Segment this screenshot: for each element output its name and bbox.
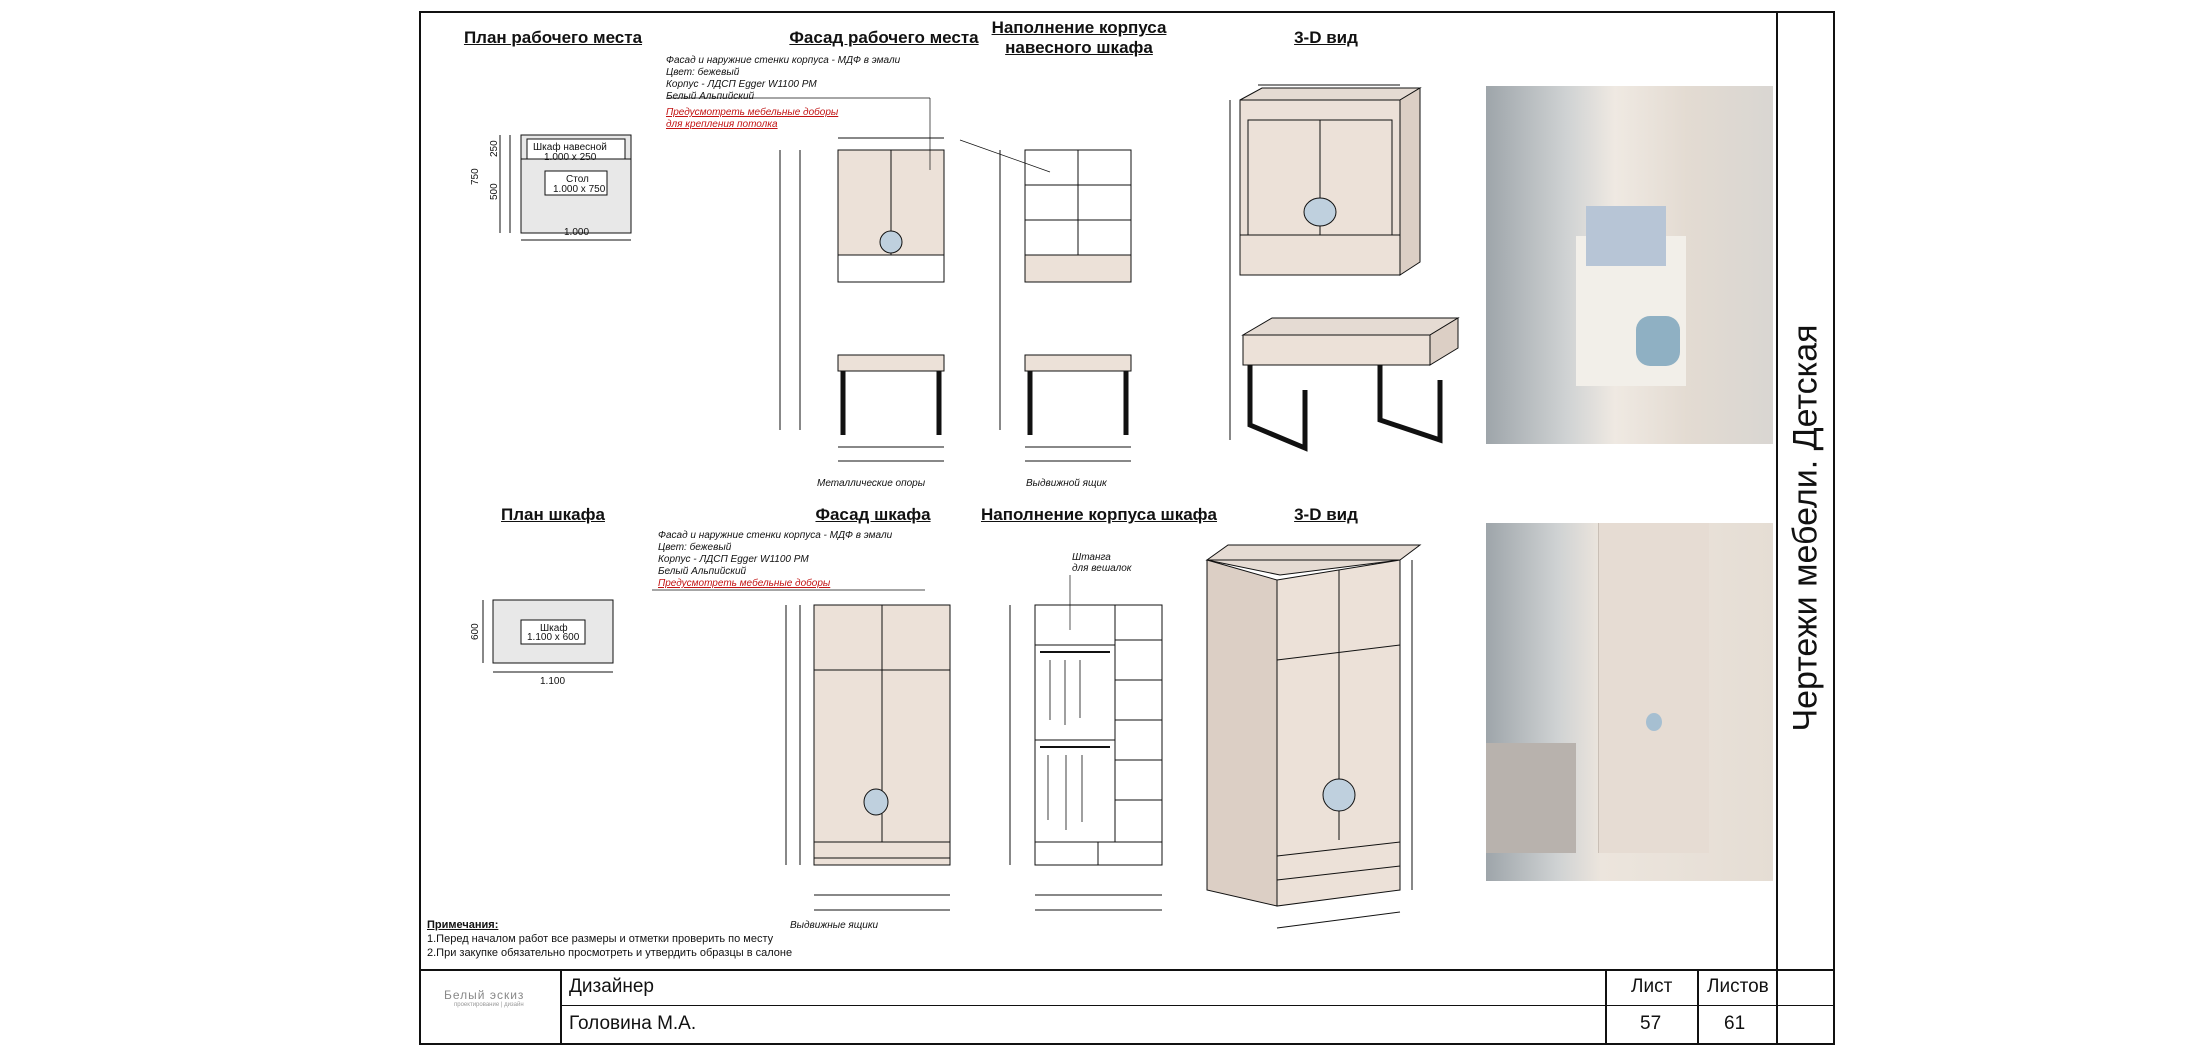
notes-wardrobe: Фасад и наружние стенки корпуса - МДФ в … <box>658 530 892 590</box>
title-3d-bottom: 3-D вид <box>1294 505 1358 524</box>
wardrobe-plan-width: 1.100 <box>540 676 565 687</box>
render-handle <box>1646 713 1662 731</box>
caption-drawers: Выдвижные ящики <box>790 920 879 931</box>
render-chair <box>1636 316 1680 366</box>
remarks-item-2: 2.При закупке обязательно просмотреть и … <box>427 947 793 959</box>
note-line: Фасад и наружние стенки корпуса - МДФ в … <box>658 530 893 541</box>
note-line: Корпус - ЛДСП Egger W1100 PM <box>666 79 817 90</box>
plan-cabinet-size: 1.000 x 250 <box>544 152 597 163</box>
note-line: Цвет: бежевый <box>658 542 732 553</box>
titleblock-divider <box>1605 969 1607 1045</box>
side-border <box>1776 11 1778 1045</box>
wardrobe-plan-size: 1.100 x 600 <box>527 632 580 643</box>
note-line: Фасад и наружние стенки корпуса - МДФ в … <box>666 55 901 66</box>
plan-dim-depth: 750 <box>470 168 481 185</box>
plan-desk-label: Стол <box>566 174 589 185</box>
wardrobe-plan-depth: 600 <box>470 623 481 640</box>
remarks-title: Примечания: <box>427 919 499 931</box>
designer-name: Головина М.А. <box>569 1013 697 1034</box>
plan-dim-250: 250 <box>489 140 500 157</box>
wardrobe-plan-label: Шкаф <box>540 622 568 634</box>
render-bed <box>1486 743 1576 853</box>
note-line: Белый Альпийский <box>658 566 747 577</box>
workspace-facade-drawing <box>668 97 945 462</box>
plan-desk-size: 1.000 x 750 <box>553 184 606 195</box>
cabinet-3d-drawing <box>1229 84 1460 452</box>
wardrobe-facade-drawing <box>652 589 951 911</box>
note-red: Предусмотреть мебельные доборы <box>666 107 839 118</box>
side-title: Чертежи мебели. Детская <box>1778 11 1834 1045</box>
plan-cabinet-label: Шкаф навесной <box>533 141 607 153</box>
titleblock-top-border <box>419 969 1835 971</box>
note-red: Предусмотреть мебельные доборы <box>658 578 831 589</box>
note-red: для крепления потолка <box>666 119 778 130</box>
plan-dim-total: 1.000 <box>564 227 589 238</box>
designer-role: Дизайнер <box>569 976 654 997</box>
title-wardrobe-fill: Наполнение корпуса шкафа <box>980 505 1218 524</box>
wardrobe-fill-drawing <box>1009 575 1163 911</box>
sheet-label: Лист <box>1631 976 1673 997</box>
title-3d-top: 3-D вид <box>1294 28 1358 47</box>
title-wardrobe-plan: План шкафа <box>501 505 605 524</box>
titleblock-divider <box>1697 969 1699 1045</box>
cabinet-fill-drawing <box>959 139 1132 462</box>
side-title-text: Чертежи мебели. Детская <box>1786 324 1825 732</box>
plan-dim-500: 500 <box>489 183 500 200</box>
title-wall-cabinet-fill: Наполнение корпуса навесного шкафа <box>991 18 1167 57</box>
notes-workspace: Фасад и наружние стенки корпуса - МДФ в … <box>666 55 900 131</box>
caption-metal-supports: Металлические опоры <box>817 478 926 489</box>
titleblock-mid-border <box>561 1005 1835 1006</box>
caption-drawer: Выдвижной ящик <box>1026 478 1108 489</box>
note-line: Цвет: бежевый <box>666 67 740 78</box>
title-wardrobe-facade: Фасад шкафа <box>815 505 931 524</box>
title-workspace-plan: План рабочего места <box>463 28 643 47</box>
logo: Белый эскиз проектирование | дизайн <box>432 988 552 1028</box>
sheet-number: 57 <box>1640 1013 1662 1034</box>
note-line: Белый Альпийский <box>666 91 755 102</box>
caption-rod-2: для вешалок <box>1072 563 1133 574</box>
caption-rod: Штанга <box>1072 552 1111 563</box>
render-workspace-photo <box>1486 86 1773 444</box>
remarks: Примечания: 1.Перед началом работ все ра… <box>427 918 792 960</box>
render-wardrobe-photo <box>1486 523 1773 881</box>
titleblock-divider <box>560 969 562 1045</box>
wardrobe-3d-drawing <box>1205 544 1422 929</box>
render-wardrobe <box>1598 523 1709 853</box>
wardrobe-plan-drawing <box>482 599 614 673</box>
remarks-item-1: 1.Перед началом работ все размеры и отме… <box>427 933 774 945</box>
workspace-plan-drawing <box>499 134 632 241</box>
drawing-sheet <box>419 11 1835 1045</box>
logo-subtext: проектирование | дизайн <box>454 1002 524 1008</box>
title-workspace-facade: Фасад рабочего места <box>789 28 979 47</box>
sheets-label: Листов <box>1707 976 1769 997</box>
sheets-number: 61 <box>1724 1013 1746 1034</box>
note-line: Корпус - ЛДСП Egger W1100 PM <box>658 554 809 565</box>
logo-text: Белый эскиз <box>444 988 525 1002</box>
render-wall-panel <box>1586 206 1666 266</box>
